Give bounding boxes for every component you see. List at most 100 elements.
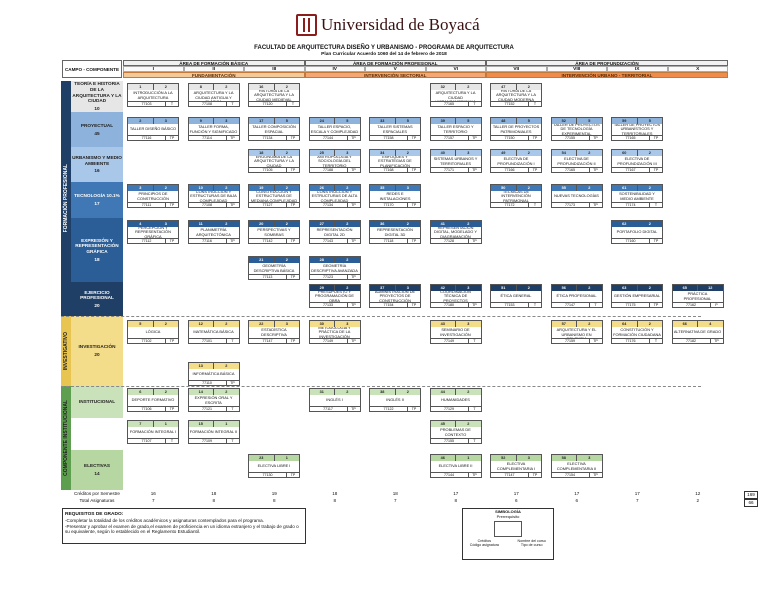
component-label: TECNOLOGÍA 10.1%17	[71, 182, 123, 218]
course-type: P	[715, 303, 718, 307]
component-credits: 14	[94, 471, 100, 476]
course-type: T	[533, 102, 537, 106]
course-name: TALLER FORMA, FUNCIÓN Y SIGNIFICADO	[189, 124, 238, 134]
component-credits: 16	[94, 168, 100, 174]
semester-header: VII	[486, 66, 547, 72]
course-credits: 2	[648, 322, 651, 326]
semester-subjects: 8	[212, 498, 216, 503]
course-credits: 1	[467, 456, 470, 460]
course-type: TP	[714, 339, 719, 343]
component-credits: 10	[94, 105, 100, 111]
band-label: FORMACIÓN PROFESIONAL	[63, 164, 69, 233]
course-credits: 3	[346, 322, 349, 326]
symbology-label: Tipo de curso	[520, 543, 543, 547]
semester-subjects: 7	[393, 498, 397, 503]
course-name: FORMACIÓN INTEGRAL II	[189, 429, 238, 435]
course-name: HISTORIA DE LA ARQUITECTURA Y LA CIUDAD …	[496, 90, 536, 101]
semester-subjects: 2	[696, 498, 700, 503]
course-code: 77121	[189, 407, 227, 411]
course-code: 77106	[128, 407, 166, 411]
course-code: 77111	[128, 203, 166, 207]
requirement-line: -Presentar y aprobar el examen de grado,…	[65, 523, 299, 535]
course-name: PROBLEMAS DE CONTEXTO	[440, 427, 471, 437]
course-name: EXPRESIÓN ORAL Y ESCRITA	[194, 395, 233, 405]
course-credits: 2	[467, 85, 470, 89]
band-investigativo: INVESTIGATIVO	[61, 316, 71, 386]
course-type: TP	[351, 303, 356, 307]
semester-credits: 12	[695, 491, 701, 496]
course-type: TP	[653, 303, 659, 307]
course-name: PLANIMETRÍA ARQUITECTÓNICA	[196, 227, 231, 237]
course-type: TP	[351, 339, 356, 343]
course-number: 22	[249, 321, 275, 327]
course-code: 77108	[189, 203, 227, 207]
course-credits: 3	[467, 286, 470, 290]
course-credits: 2	[346, 390, 349, 394]
course-code: 77109	[189, 439, 227, 443]
course-type: TP	[411, 407, 417, 411]
course-code: 77175	[612, 303, 650, 307]
course-credits: 2	[285, 258, 288, 262]
course-type: T	[533, 203, 537, 207]
semester-subjects: 6	[575, 498, 579, 503]
course-type: TP	[411, 136, 417, 140]
course-type: TP	[169, 339, 175, 343]
course-number: 57	[552, 321, 577, 327]
course-name: TALLER ESPACIO Y TERRITORIO	[437, 124, 474, 134]
course-code: 77165	[612, 136, 650, 140]
semester-credits: 18	[332, 491, 338, 496]
course-credits: 2	[648, 186, 651, 190]
course-name: PRINCIPIOS DE CONSTRUCCIÓN	[137, 191, 169, 201]
course-code: 77149	[310, 339, 348, 343]
course-credits: 2	[527, 151, 530, 155]
course-credits: 3	[406, 186, 409, 190]
course-type: T	[654, 339, 658, 343]
symbology-sample-box	[494, 521, 522, 537]
course-code: 77165	[552, 168, 590, 172]
course-credits: 2	[527, 286, 530, 290]
course-box: 82HISTORIA DE LA ARQUITECTURA Y LA CIUDA…	[187, 83, 240, 107]
course-credits: 2	[164, 186, 167, 190]
course-credits: 2	[648, 286, 651, 290]
course-number: 18	[249, 150, 275, 156]
course-name: INTRODUCCIÓN A LA ARQUITECTURA	[133, 90, 173, 100]
course-type: T	[231, 439, 234, 443]
university-name: Universidad de Boyacá	[321, 15, 480, 34]
course-code: 77120	[249, 102, 287, 106]
course-type: TP	[230, 239, 235, 243]
course-name: TALLER SISTEMAS ESPACIALES	[377, 124, 413, 134]
course-type: T	[170, 439, 174, 443]
course-type: TP	[472, 303, 477, 307]
course-type: TP	[351, 275, 356, 279]
course-name: MATEMÁTICA BÁSICA	[193, 329, 234, 335]
course-credits: 2	[588, 286, 591, 290]
course-name: ALTERNATIVA DE GRADO	[673, 329, 722, 335]
course-type: TP	[411, 203, 417, 207]
course-number: 5	[128, 321, 154, 327]
course-name: COORDINACIÓN TÉCNICA DE PROYECTOS	[440, 291, 471, 302]
course-type: TP	[593, 339, 598, 343]
course-name: SISTEMAS URBANOS Y TERRITORIALES	[433, 156, 478, 166]
course-code: 77153	[491, 303, 529, 307]
section-divider	[61, 316, 701, 317]
component-name: ELECTIVAS	[84, 463, 110, 469]
symbology-label: Créditos	[477, 539, 492, 543]
component-name: INSTITUCIONAL	[78, 399, 116, 405]
course-credits: 4	[709, 322, 712, 326]
course-credits: 12	[708, 286, 713, 290]
course-credits: 3	[406, 286, 409, 290]
